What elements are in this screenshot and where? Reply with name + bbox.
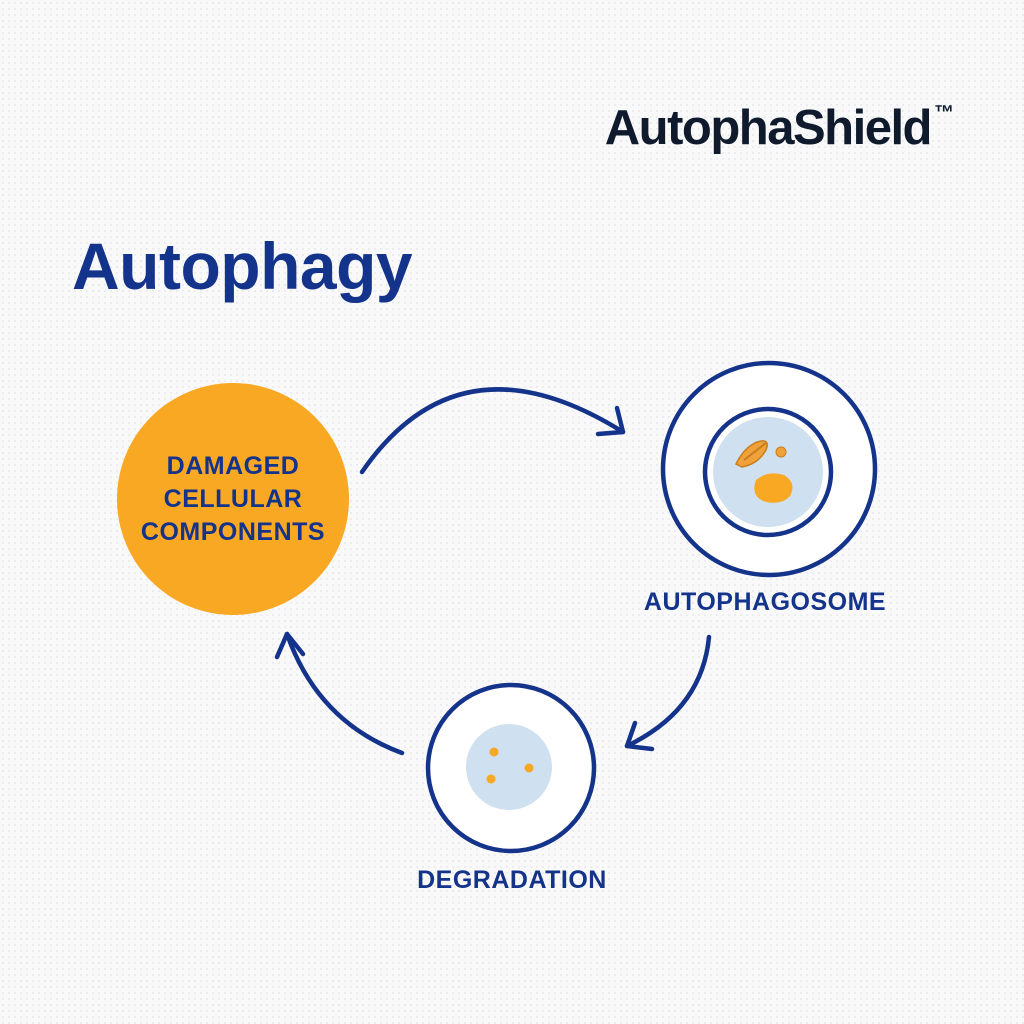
autophagosome-graphic: [660, 360, 878, 578]
damaged-label-line: CELLULAR: [163, 484, 303, 513]
degradation-lumen: [466, 724, 552, 810]
trademark-symbol: ™: [934, 102, 954, 124]
degraded-particle: [489, 747, 499, 757]
degraded-particle: [486, 774, 496, 784]
damaged-label-line: COMPONENTS: [140, 517, 326, 546]
damaged-components-circle: [117, 383, 349, 615]
brand-name: AutophaShield: [604, 101, 933, 155]
arrow-to-degradation: [624, 634, 712, 752]
arrow-to-damaged-components: [274, 631, 405, 756]
degradation-graphic: [425, 682, 597, 854]
engulfed-organelle-icon: [734, 440, 793, 503]
degradation-label: DEGRADATION: [417, 866, 607, 894]
damaged-label-line: DAMAGED: [166, 451, 300, 480]
damaged-components-label: DAMAGED CELLULAR COMPONENTS: [117, 383, 349, 615]
degraded-particle: [524, 763, 534, 773]
autophagosome-label: AUTOPHAGOSOME: [643, 588, 887, 616]
arrow-to-autophagosome: [359, 387, 626, 475]
page-title: Autophagy: [72, 229, 413, 303]
autophagosome-lumen: [713, 417, 823, 527]
